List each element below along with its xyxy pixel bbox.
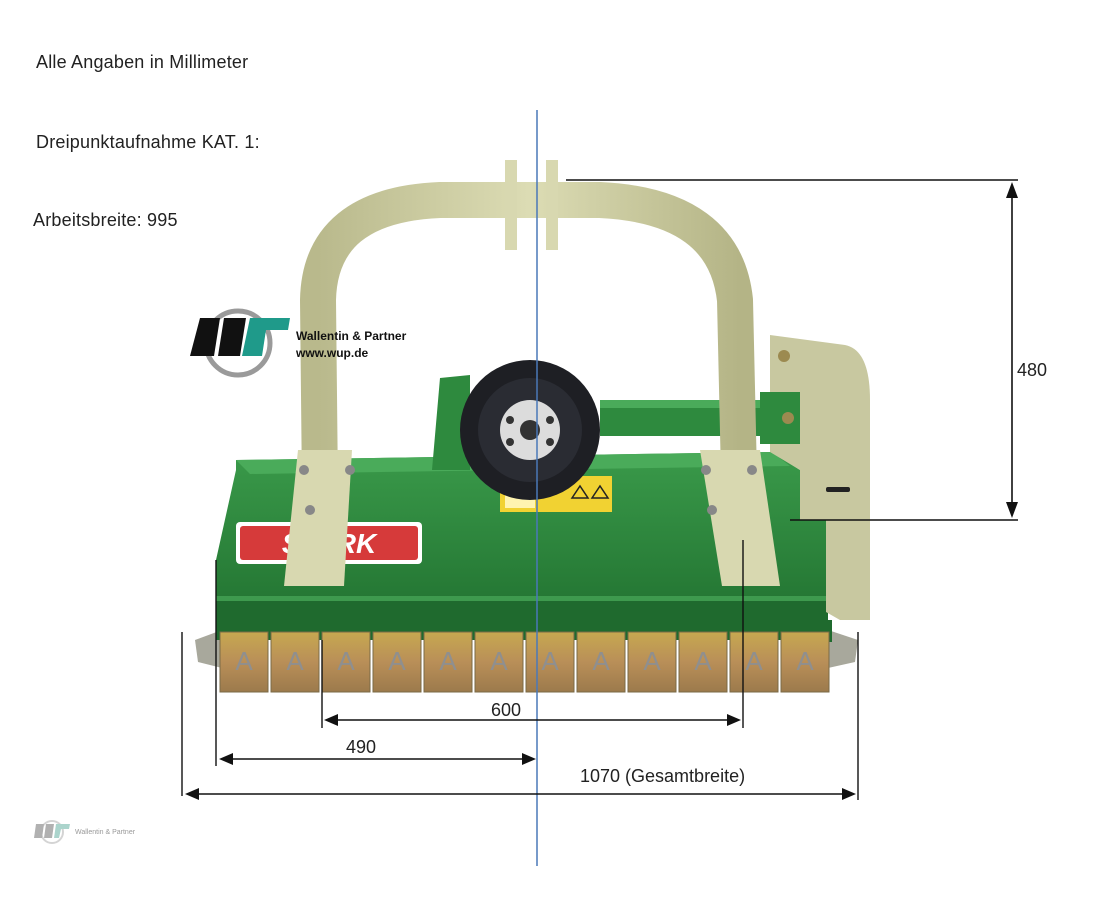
three-point-hitch-frame — [284, 160, 780, 586]
width-600-label: 600 — [491, 700, 522, 720]
drive-pulley — [460, 360, 600, 500]
height-dimension — [566, 179, 1018, 521]
hammer-blade — [525, 631, 575, 693]
hammer-blade — [372, 631, 422, 693]
hammer-blade — [627, 631, 677, 693]
drive-shaft — [432, 350, 800, 470]
hammer-blade — [321, 631, 371, 693]
hammer-blade — [729, 631, 779, 693]
wup-logo-icon — [190, 308, 290, 378]
hammer-letter: A — [592, 646, 610, 676]
hammer-blade — [576, 631, 626, 693]
width-490-label: 490 — [346, 737, 377, 757]
width-dimensions — [181, 540, 859, 800]
hammer-letter: A — [286, 646, 304, 676]
hammer-letter: A — [337, 646, 355, 676]
hammer-blade — [780, 631, 830, 693]
watermark-text: Wallentin & Partner — [75, 829, 136, 836]
company-name: Wallentin & Partner — [296, 329, 407, 343]
hammer-letter: A — [643, 646, 661, 676]
hammer-blade — [678, 631, 728, 693]
hammer-letter: A — [388, 646, 406, 676]
company-url: www.wup.de — [296, 346, 369, 360]
hammer-blade — [219, 631, 269, 693]
hammer-letter: A — [745, 646, 763, 676]
hammer-letter: A — [796, 646, 814, 676]
hammer-letter: A — [694, 646, 712, 676]
hammer-blade — [270, 631, 320, 693]
height-dimension-label: 480 — [1017, 360, 1048, 380]
hitch-category-note: Dreipunktaufnahme KAT. 1: — [36, 132, 260, 152]
overall-width-label: 1070 (Gesamtbreite) — [580, 766, 746, 786]
hammer-blade — [423, 631, 473, 693]
hammer-letter: A — [490, 646, 508, 676]
hammer-letter: A — [235, 646, 253, 676]
hammer-blade — [474, 631, 524, 693]
hammer-letter: A — [439, 646, 457, 676]
watermark-logo-icon — [34, 820, 70, 844]
units-note: Alle Angaben in Millimeter — [36, 52, 249, 72]
hammer-letter: A — [541, 646, 559, 676]
working-width-note: Arbeitsbreite: 995 — [33, 210, 178, 230]
